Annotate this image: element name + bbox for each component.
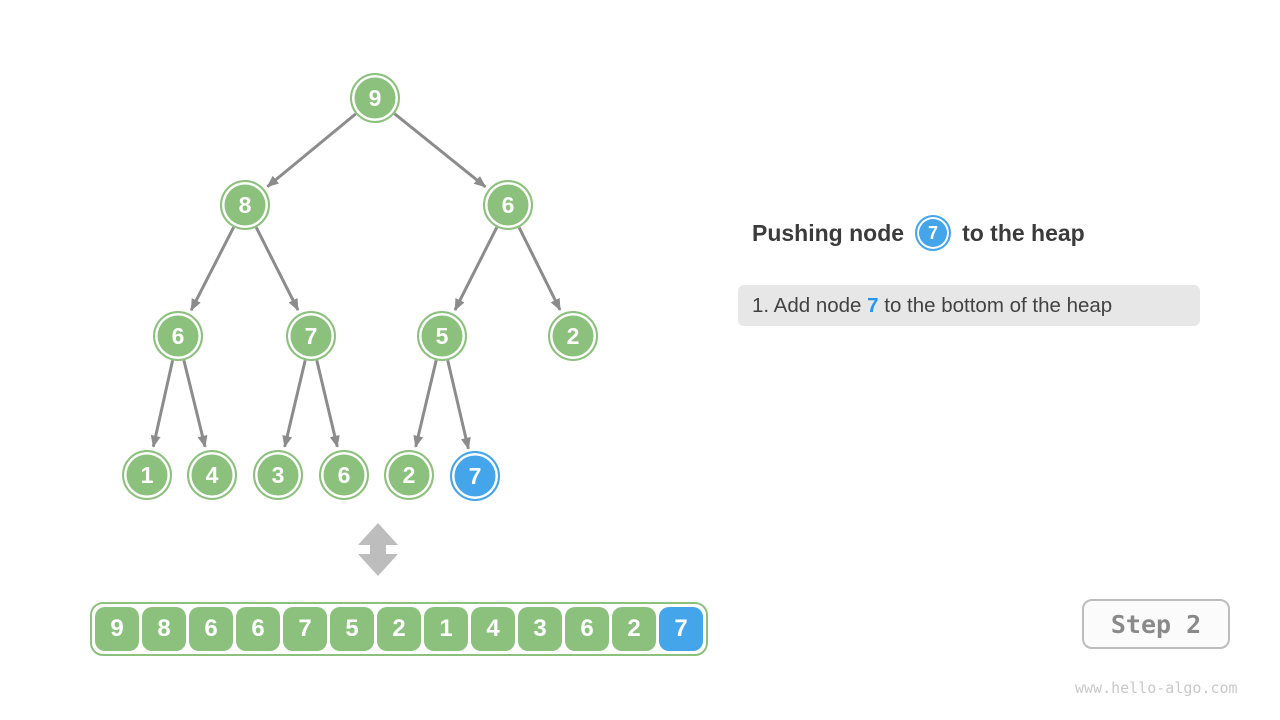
array-cell: 3 bbox=[518, 607, 562, 651]
step-button[interactable]: Step 2 bbox=[1082, 599, 1230, 649]
instruction-highlight: 7 bbox=[867, 293, 879, 317]
panel-title: Pushing node 7 to the heap bbox=[752, 211, 1085, 255]
array-cell: 7 bbox=[283, 607, 327, 651]
tree-node: 1 bbox=[122, 450, 172, 500]
array-cell-highlighted: 7 bbox=[659, 607, 703, 651]
tree-node: 3 bbox=[253, 450, 303, 500]
tree-node: 7 bbox=[286, 311, 336, 361]
array-cell: 2 bbox=[377, 607, 421, 651]
array-cell: 1 bbox=[424, 607, 468, 651]
array-cell: 2 bbox=[612, 607, 656, 651]
heap-array: 9 8 6 6 7 5 2 1 4 3 6 2 7 bbox=[90, 602, 708, 656]
tree-node: 6 bbox=[319, 450, 369, 500]
instruction-post: to the bottom of the heap bbox=[878, 293, 1113, 317]
title-prefix: Pushing node bbox=[752, 219, 905, 246]
tree-node: 2 bbox=[548, 311, 598, 361]
tree-node: 6 bbox=[153, 311, 203, 361]
tree-node: 2 bbox=[384, 450, 434, 500]
array-cell: 6 bbox=[189, 607, 233, 651]
array-cell: 8 bbox=[142, 607, 186, 651]
instruction-pre: 1. Add node bbox=[752, 293, 868, 317]
tree-node: 5 bbox=[417, 311, 467, 361]
up-down-arrow-icon bbox=[358, 523, 398, 576]
array-cell: 6 bbox=[236, 607, 280, 651]
tree-node: 9 bbox=[350, 73, 400, 123]
tree-node: 8 bbox=[220, 180, 270, 230]
tree-edge-lines bbox=[150, 112, 562, 450]
inline-node-badge: 7 bbox=[915, 215, 952, 251]
array-cell: 9 bbox=[95, 607, 139, 651]
tree-node: 4 bbox=[187, 450, 237, 500]
title-suffix: to the heap bbox=[962, 219, 1085, 246]
tree-node-highlighted: 7 bbox=[450, 451, 500, 501]
array-cell: 4 bbox=[471, 607, 515, 651]
array-cell: 6 bbox=[565, 607, 609, 651]
instruction-box: 1. Add node 7 to the bottom of the heap bbox=[738, 285, 1200, 326]
tree-node: 6 bbox=[483, 180, 533, 230]
watermark: www.hello-algo.com bbox=[1075, 679, 1238, 697]
array-cell: 5 bbox=[330, 607, 374, 651]
